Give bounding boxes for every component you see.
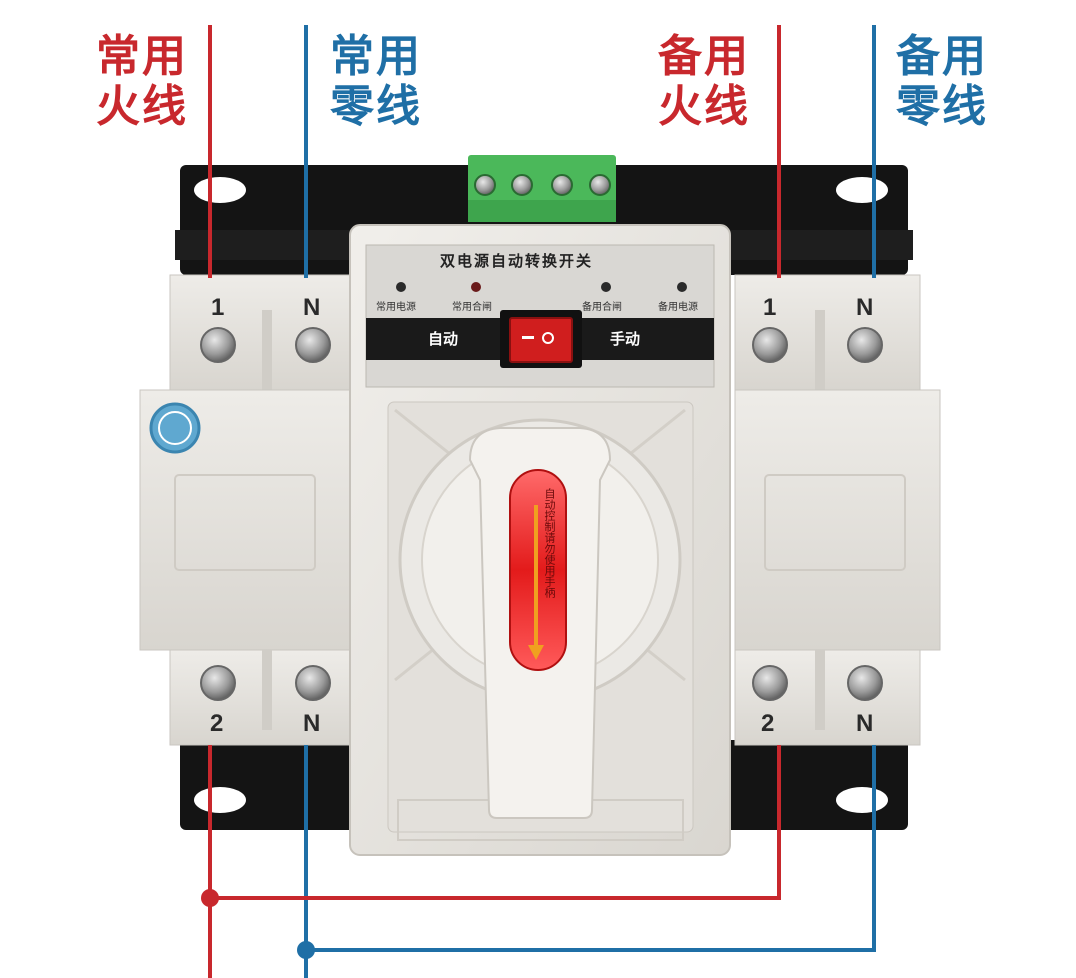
label-main-live-line1: 常用 — [96, 31, 188, 82]
terminal-bottom-left-n: N — [303, 710, 321, 737]
label-backup-live: 备用 火线 — [658, 32, 750, 132]
indicator-label-main-close: 常用合闸 — [452, 302, 492, 313]
terminal-top-left-1: 1 — [211, 294, 225, 321]
terminal-screws — [200, 327, 883, 701]
label-backup-live-line2: 火线 — [658, 81, 750, 132]
indicator-label-backup-power: 备用电源 — [658, 302, 698, 313]
terminal-bottom-right-n: N — [856, 710, 874, 737]
label-backup-neutral-line1: 备用 — [896, 31, 988, 82]
handle-warning-text: 自动控制请勿使用手柄 — [543, 488, 556, 598]
backup-live-wire — [210, 25, 781, 900]
panel-title: 双电源自动转换开关 — [440, 252, 594, 270]
indicator-label-backup-close: 备用合闸 — [582, 302, 622, 313]
left-module — [139, 274, 356, 746]
label-main-neutral-line2: 零线 — [330, 81, 422, 132]
label-main-live: 常用 火线 — [96, 32, 188, 132]
terminal-top-right-1: 1 — [763, 294, 777, 321]
connector-block — [468, 155, 616, 222]
switch-handle[interactable] — [480, 428, 610, 818]
label-main-neutral: 常用 零线 — [330, 32, 422, 132]
label-backup-live-line1: 备用 — [658, 31, 750, 82]
backup-neutral-wire — [306, 25, 876, 952]
label-main-live-line2: 火线 — [96, 81, 188, 132]
label-main-neutral-line1: 常用 — [330, 31, 422, 82]
mode-auto-label: 自动 — [428, 330, 459, 348]
label-backup-neutral-line2: 零线 — [896, 81, 988, 132]
neutral-junction-dot — [297, 941, 315, 959]
terminal-top-right-n: N — [856, 294, 874, 321]
rocker-switch[interactable] — [510, 318, 572, 362]
label-backup-neutral: 备用 零线 — [896, 32, 988, 132]
right-module — [734, 274, 941, 746]
indicator-label-main-power: 常用电源 — [376, 302, 416, 313]
live-junction-dot — [201, 889, 219, 907]
terminal-bottom-right-2: 2 — [761, 710, 775, 737]
mode-manual-label: 手动 — [610, 330, 641, 348]
central-body — [349, 224, 731, 856]
terminal-bottom-left-2: 2 — [210, 710, 224, 737]
terminal-top-left-n: N — [303, 294, 321, 321]
